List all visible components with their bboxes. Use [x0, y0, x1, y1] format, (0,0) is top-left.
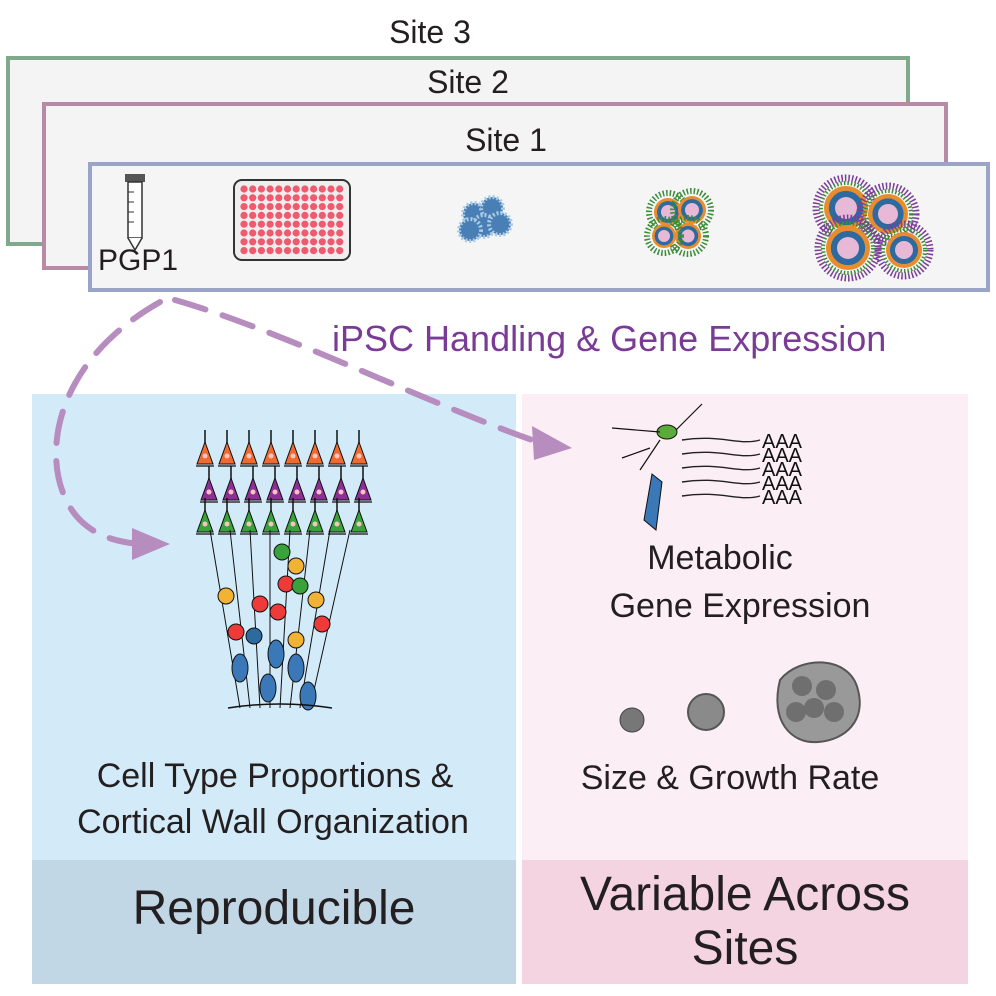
reproducible-label: Reproducible — [132, 882, 416, 935]
right-footer — [522, 860, 968, 984]
left-footer — [32, 860, 516, 984]
metabolic-caption-line1: Metabolic — [647, 539, 793, 577]
flow-label: iPSC Handling & Gene Expression — [332, 318, 887, 359]
size-growth-caption: Size & Growth Rate — [580, 759, 880, 797]
cell-type-caption-line2: Cortical Wall Organization — [77, 803, 469, 841]
cell-line-label: PGP1 — [98, 244, 179, 277]
right-panel — [522, 394, 968, 860]
variable-label-line2: Sites — [691, 922, 799, 975]
variable-label-line1: Variable Across — [580, 868, 910, 921]
site-3-label: Site 3 — [389, 14, 471, 50]
site-1-label: Site 1 — [465, 122, 547, 158]
cell-type-caption-line1: Cell Type Proportions & — [96, 757, 454, 795]
metabolic-caption-line2: Gene Expression — [609, 587, 871, 625]
site-2-label: Site 2 — [427, 64, 509, 100]
site-1-frame — [88, 162, 990, 292]
